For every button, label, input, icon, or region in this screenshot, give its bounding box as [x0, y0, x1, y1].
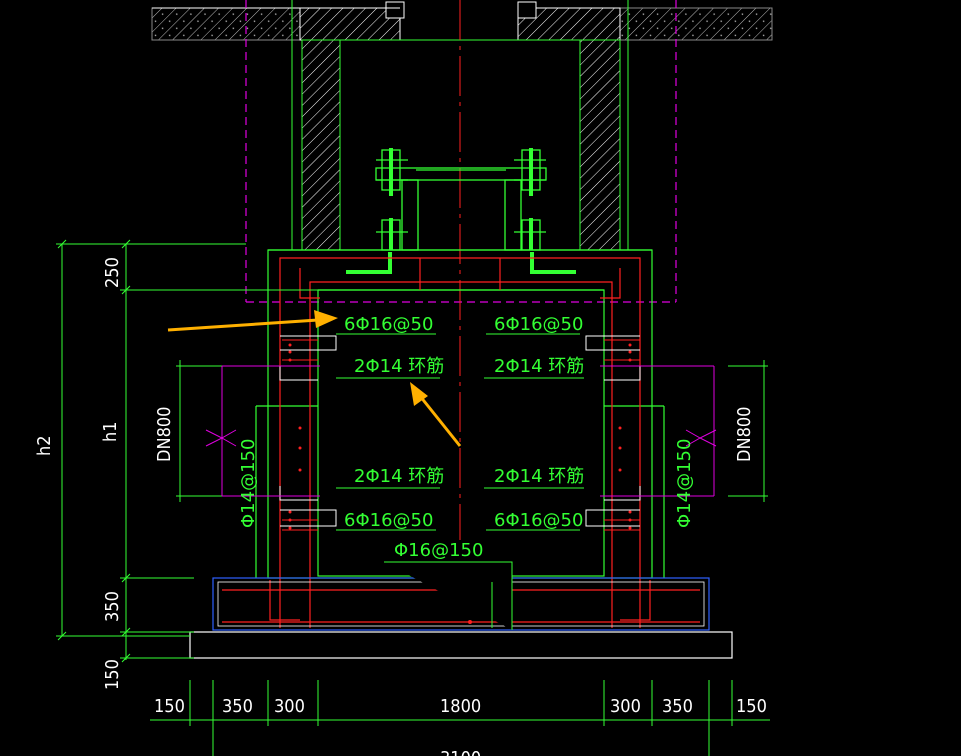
label-bottom-dim-1: 150 — [154, 696, 185, 717]
label-bottom-dim-3: 300 — [274, 696, 305, 717]
label-total-dim: 3100 — [440, 748, 481, 756]
rebar-ticks — [282, 339, 640, 531]
label-dim-150-vert: 150 — [102, 659, 123, 690]
ring-bar-brackets — [279, 335, 641, 527]
label-bottom-dim-7: 150 — [736, 696, 767, 717]
label-wall-rebar-left: Φ14@150 — [238, 439, 259, 528]
label-ring-upper-left: 2Φ14 环筋 — [354, 356, 444, 377]
horizontal-dims — [150, 680, 770, 756]
label-ring-lower-left: 2Φ14 环筋 — [354, 466, 444, 487]
rebar-cage — [222, 257, 700, 628]
label-dim-350: 350 — [102, 591, 123, 622]
pipe-dims — [176, 360, 768, 502]
ground-surface — [151, 1, 773, 41]
label-base-rebar: Φ16@150 — [394, 540, 483, 561]
dimension-labels: DN800 DN800 h2 h1 250 350 150 150 350 30… — [34, 257, 767, 756]
label-rebar-top-right: 6Φ16@50 — [494, 314, 583, 335]
label-bottom-dim-2: 350 — [222, 696, 253, 717]
label-pipe-right: DN800 — [734, 407, 755, 463]
label-bottom-dim-6: 350 — [662, 696, 693, 717]
vertical-dims — [56, 239, 318, 663]
label-wall-rebar-right: Φ14@150 — [674, 439, 695, 528]
label-rebar-bottom-right: 6Φ16@50 — [494, 510, 583, 531]
label-dim-250: 250 — [102, 257, 123, 288]
label-ring-upper-right: 2Φ14 环筋 — [494, 356, 584, 377]
annotation-labels: 6Φ16@50 6Φ16@50 2Φ14 环筋 2Φ14 环筋 2Φ14 环筋 … — [238, 314, 695, 561]
label-pipe-left: DN800 — [154, 407, 175, 463]
annotation-leaders — [336, 333, 584, 630]
label-bottom-dim-4: 1800 — [440, 696, 481, 717]
label-rebar-bottom-left: 6Φ16@50 — [344, 510, 433, 531]
arrow-icon — [167, 310, 462, 447]
label-h1: h1 — [100, 421, 121, 442]
label-rebar-top-left: 6Φ16@50 — [344, 314, 433, 335]
label-ring-lower-right: 2Φ14 环筋 — [494, 466, 584, 487]
label-bottom-dim-5: 300 — [610, 696, 641, 717]
valve-flange-assembly — [346, 148, 576, 274]
label-h2: h2 — [34, 435, 55, 456]
